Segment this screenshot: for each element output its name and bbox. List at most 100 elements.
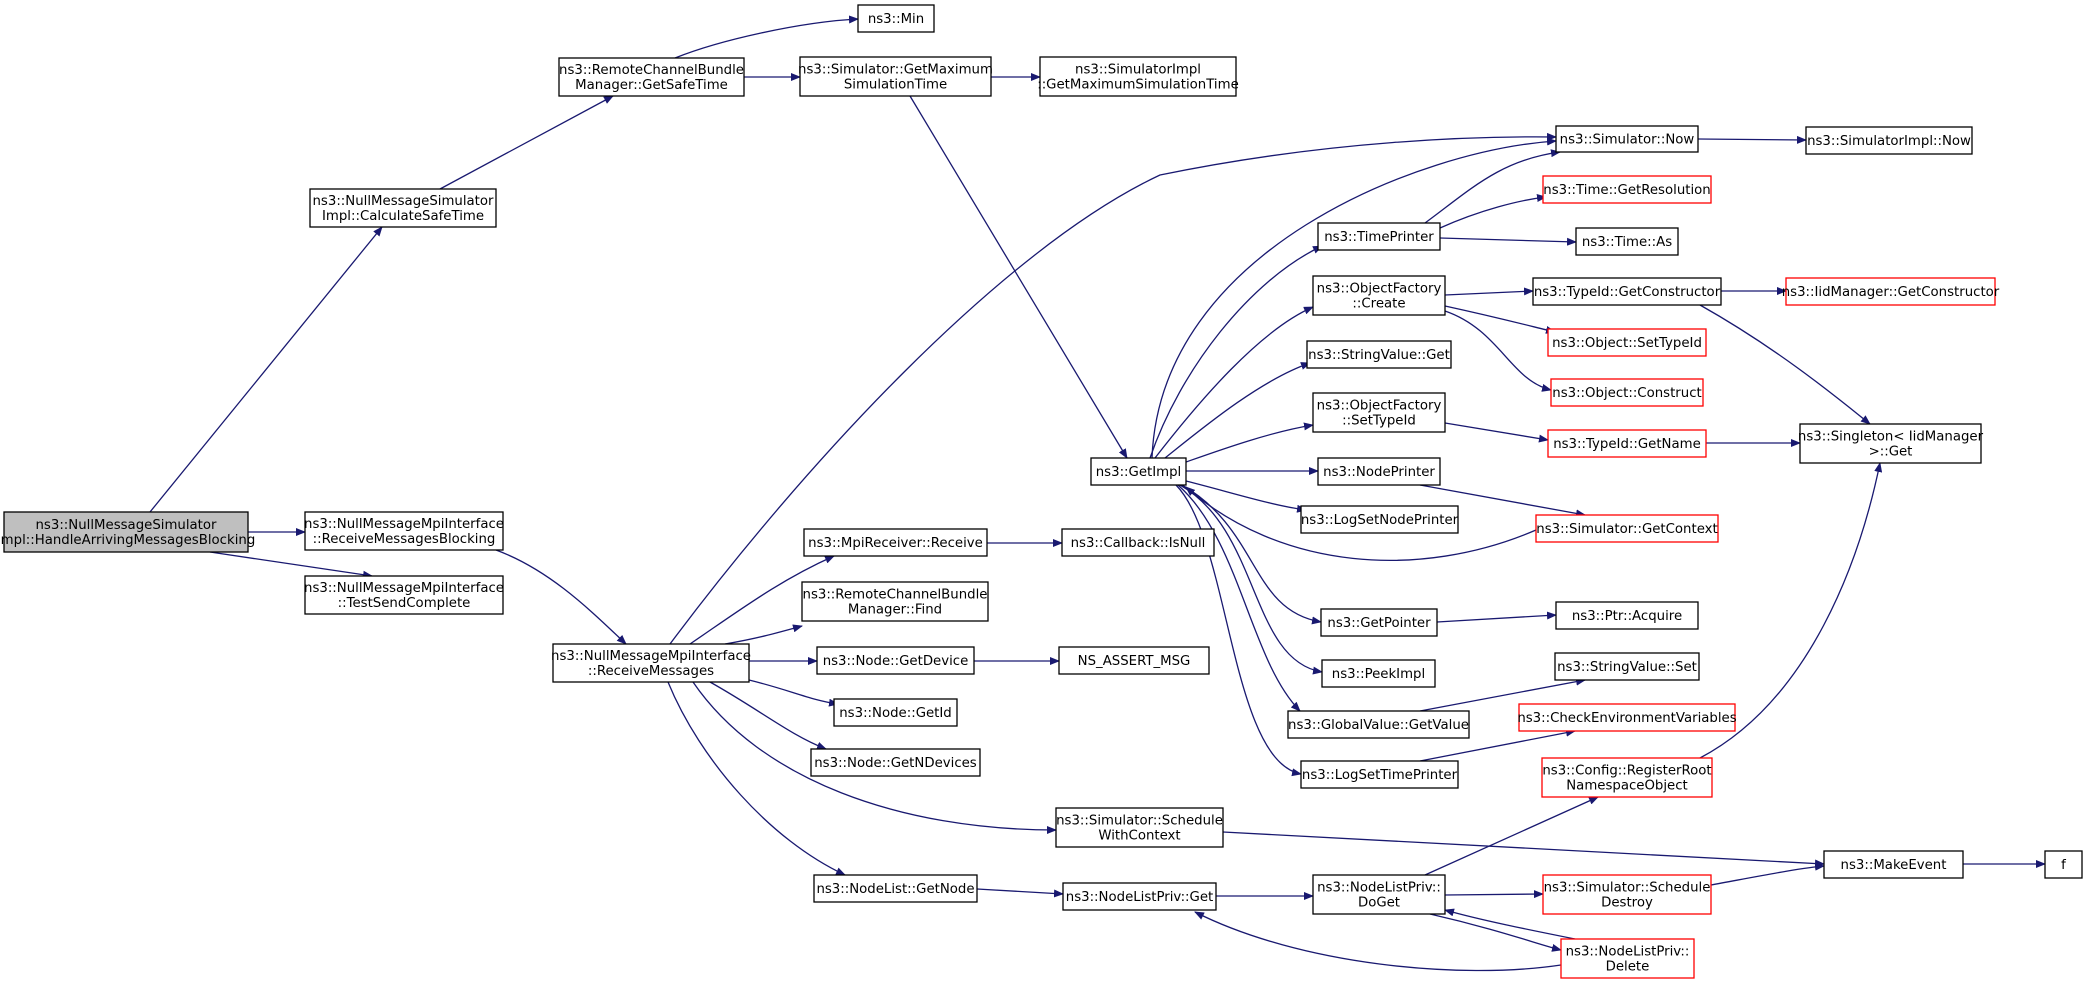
node-box-singletonGet[interactable] [1799, 423, 1982, 464]
node-box-strValSet[interactable] [1554, 652, 1700, 681]
node-recvMsgs[interactable]: ns3::NullMessageMpiInterface::ReceiveMes… [551, 643, 751, 683]
node-ptrAcquire[interactable]: ns3::Ptr::Acquire [1555, 601, 1699, 630]
node-nlpDelete[interactable]: ns3::NodeListPriv::Delete [1560, 938, 1695, 979]
node-box-nodeListGet[interactable] [813, 874, 978, 903]
node-logSetNode[interactable]: ns3::LogSetNodePrinter [1300, 505, 1459, 534]
node-box-implGetMax[interactable] [1039, 56, 1237, 97]
node-simGetMax[interactable]: ns3::Simulator::GetMaximumSimulationTime [798, 56, 993, 97]
node-rcbGetSafe[interactable]: ns3::RemoteChannelBundleManager::GetSafe… [558, 57, 745, 97]
node-box-objSetTid[interactable] [1547, 328, 1707, 357]
node-checkEnv[interactable]: ns3::CheckEnvironmentVariables [1517, 703, 1737, 732]
node-box-ofSetTypeId[interactable] [1312, 392, 1446, 433]
node-box-tidGetCons[interactable] [1532, 277, 1722, 306]
node-nodeListGet[interactable]: ns3::NodeList::GetNode [813, 874, 978, 903]
node-box-makeEvent[interactable] [1823, 850, 1964, 879]
node-box-root[interactable] [3, 511, 249, 553]
node-logSetTime[interactable]: ns3::LogSetTimePrinter [1300, 760, 1459, 789]
node-recvBlocking[interactable]: ns3::NullMessageMpiInterface::ReceiveMes… [304, 511, 504, 551]
node-min[interactable]: ns3::Min [857, 4, 935, 33]
node-box-objConstruct[interactable] [1550, 378, 1704, 407]
node-box-nodeGetN[interactable] [810, 748, 981, 777]
node-singletonGet[interactable]: ns3::Singleton< IidManager>::Get [1798, 423, 1984, 464]
node-getImpl[interactable]: ns3::GetImpl [1090, 457, 1187, 486]
node-box-ptrAcquire[interactable] [1555, 601, 1699, 630]
node-objSetTid[interactable]: ns3::Object::SetTypeId [1547, 328, 1707, 357]
node-simNow[interactable]: ns3::Simulator::Now [1555, 125, 1699, 153]
node-timeGetRes[interactable]: ns3::Time::GetResolution [1542, 175, 1712, 204]
node-nodeGetN[interactable]: ns3::Node::GetNDevices [810, 748, 981, 777]
node-root[interactable]: ns3::NullMessageSimulatorImpl::HandleArr… [0, 511, 255, 553]
node-box-ofCreate[interactable] [1312, 275, 1446, 316]
node-implNow[interactable]: ns3::SimulatorImpl::Now [1805, 126, 1973, 155]
node-box-mpiRecv[interactable] [803, 528, 988, 557]
node-timeAs[interactable]: ns3::Time::As [1575, 227, 1679, 256]
node-box-min[interactable] [857, 4, 935, 33]
node-testSend[interactable]: ns3::NullMessageMpiInterface::TestSendCo… [304, 575, 504, 615]
node-box-timeAs[interactable] [1575, 227, 1679, 256]
node-calcSafe[interactable]: ns3::NullMessageSimulatorImpl::Calculate… [309, 188, 497, 228]
node-box-rcbGetSafe[interactable] [558, 57, 745, 97]
node-box-logSetTime[interactable] [1300, 760, 1459, 789]
node-box-getImpl[interactable] [1090, 457, 1187, 486]
node-nsAssert[interactable]: NS_ASSERT_MSG [1058, 646, 1210, 675]
node-nodeGetDevice[interactable]: ns3::Node::GetDevice [816, 646, 975, 675]
node-box-cbIsNull[interactable] [1061, 528, 1215, 557]
node-ofSetTypeId[interactable]: ns3::ObjectFactory::SetTypeId [1312, 392, 1446, 433]
node-box-iidGetCons[interactable] [1785, 277, 1996, 306]
node-ofCreate[interactable]: ns3::ObjectFactory::Create [1312, 275, 1446, 316]
node-peekImpl[interactable]: ns3::PeekImpl [1321, 659, 1436, 688]
node-box-implNow[interactable] [1805, 126, 1973, 155]
node-iidGetCons[interactable]: ns3::IidManager::GetConstructor [1782, 277, 2000, 306]
node-nlpGet[interactable]: ns3::NodeListPriv::Get [1062, 882, 1217, 911]
node-box-simGetCtx[interactable] [1535, 514, 1719, 543]
node-box-nlpDelete[interactable] [1560, 938, 1695, 979]
node-nodePrinter[interactable]: ns3::NodePrinter [1317, 457, 1441, 486]
node-box-checkEnv[interactable] [1518, 703, 1736, 732]
node-box-schedDestroy[interactable] [1542, 874, 1712, 915]
node-makeEvent[interactable]: ns3::MakeEvent [1823, 850, 1964, 879]
node-box-f[interactable] [2044, 850, 2083, 879]
node-box-logSetNode[interactable] [1300, 505, 1459, 534]
node-box-recvMsgs[interactable] [552, 643, 750, 683]
node-timePrinter[interactable]: ns3::TimePrinter [1317, 222, 1441, 251]
node-box-nodeGetDevice[interactable] [816, 646, 975, 675]
node-tidGetName[interactable]: ns3::TypeId::GetName [1547, 429, 1707, 458]
node-box-nlpDoGet[interactable] [1312, 874, 1446, 915]
node-box-rcbFind[interactable] [801, 581, 989, 622]
node-box-timeGetRes[interactable] [1542, 175, 1712, 204]
node-box-nodePrinter[interactable] [1317, 457, 1441, 486]
node-box-strValGet[interactable] [1306, 340, 1452, 369]
node-box-nlpGet[interactable] [1062, 882, 1217, 911]
node-box-peekImpl[interactable] [1321, 659, 1436, 688]
node-box-schedCtx[interactable] [1055, 807, 1224, 848]
node-box-gvGetValue[interactable] [1287, 710, 1470, 739]
node-gvGetValue[interactable]: ns3::GlobalValue::GetValue [1287, 710, 1470, 739]
node-box-recvBlocking[interactable] [304, 511, 504, 551]
node-f[interactable]: f [2044, 850, 2083, 879]
node-box-tidGetName[interactable] [1547, 429, 1707, 458]
node-box-getPointer[interactable] [1320, 608, 1438, 637]
node-box-timePrinter[interactable] [1317, 222, 1441, 251]
node-box-nsAssert[interactable] [1058, 646, 1210, 675]
node-nodeGetId[interactable]: ns3::Node::GetId [833, 698, 958, 727]
node-mpiRecv[interactable]: ns3::MpiReceiver::Receive [803, 528, 988, 557]
node-strValSet[interactable]: ns3::StringValue::Set [1554, 652, 1700, 681]
node-box-calcSafe[interactable] [309, 188, 497, 228]
node-simGetCtx[interactable]: ns3::Simulator::GetContext [1535, 514, 1719, 543]
node-box-cfgRegRoot[interactable] [1541, 757, 1713, 798]
node-box-testSend[interactable] [304, 575, 504, 615]
node-implGetMax[interactable]: ns3::SimulatorImpl::GetMaximumSimulation… [1037, 56, 1239, 97]
node-box-simNow[interactable] [1555, 125, 1699, 153]
node-objConstruct[interactable]: ns3::Object::Construct [1550, 378, 1704, 407]
node-strValGet[interactable]: ns3::StringValue::Get [1306, 340, 1452, 369]
node-tidGetCons[interactable]: ns3::TypeId::GetConstructor [1532, 277, 1722, 306]
node-cbIsNull[interactable]: ns3::Callback::IsNull [1061, 528, 1215, 557]
node-nlpDoGet[interactable]: ns3::NodeListPriv::DoGet [1312, 874, 1446, 915]
node-box-nodeGetId[interactable] [833, 698, 958, 727]
node-getPointer[interactable]: ns3::GetPointer [1320, 608, 1438, 637]
node-box-simGetMax[interactable] [799, 56, 992, 97]
